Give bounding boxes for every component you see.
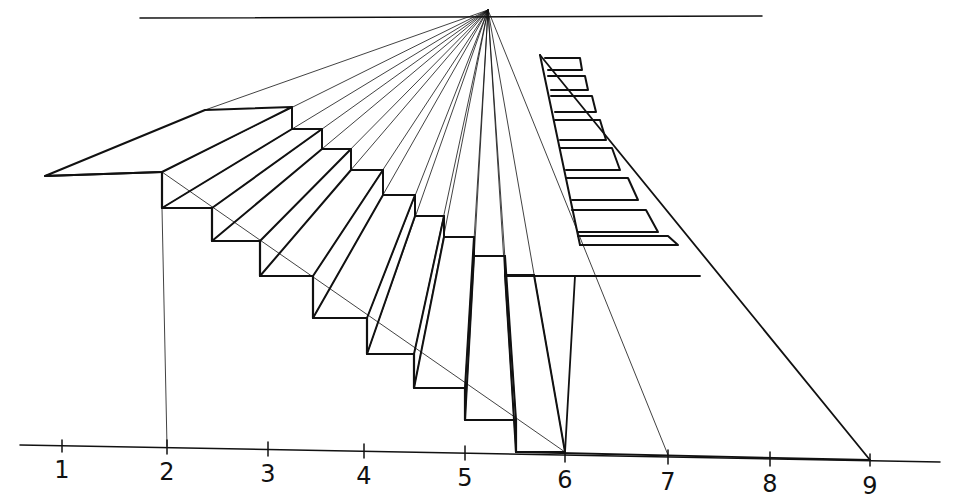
scale-number: 2	[159, 460, 174, 484]
scale-number: 4	[356, 464, 371, 488]
scale-number: 3	[260, 462, 275, 486]
scale-number: 5	[457, 466, 472, 490]
scale-number: 7	[660, 470, 675, 494]
scale-number: 6	[557, 468, 572, 492]
scale-number: 8	[762, 472, 777, 496]
scale-number: 9	[862, 474, 877, 498]
scale-number: 1	[54, 458, 69, 482]
